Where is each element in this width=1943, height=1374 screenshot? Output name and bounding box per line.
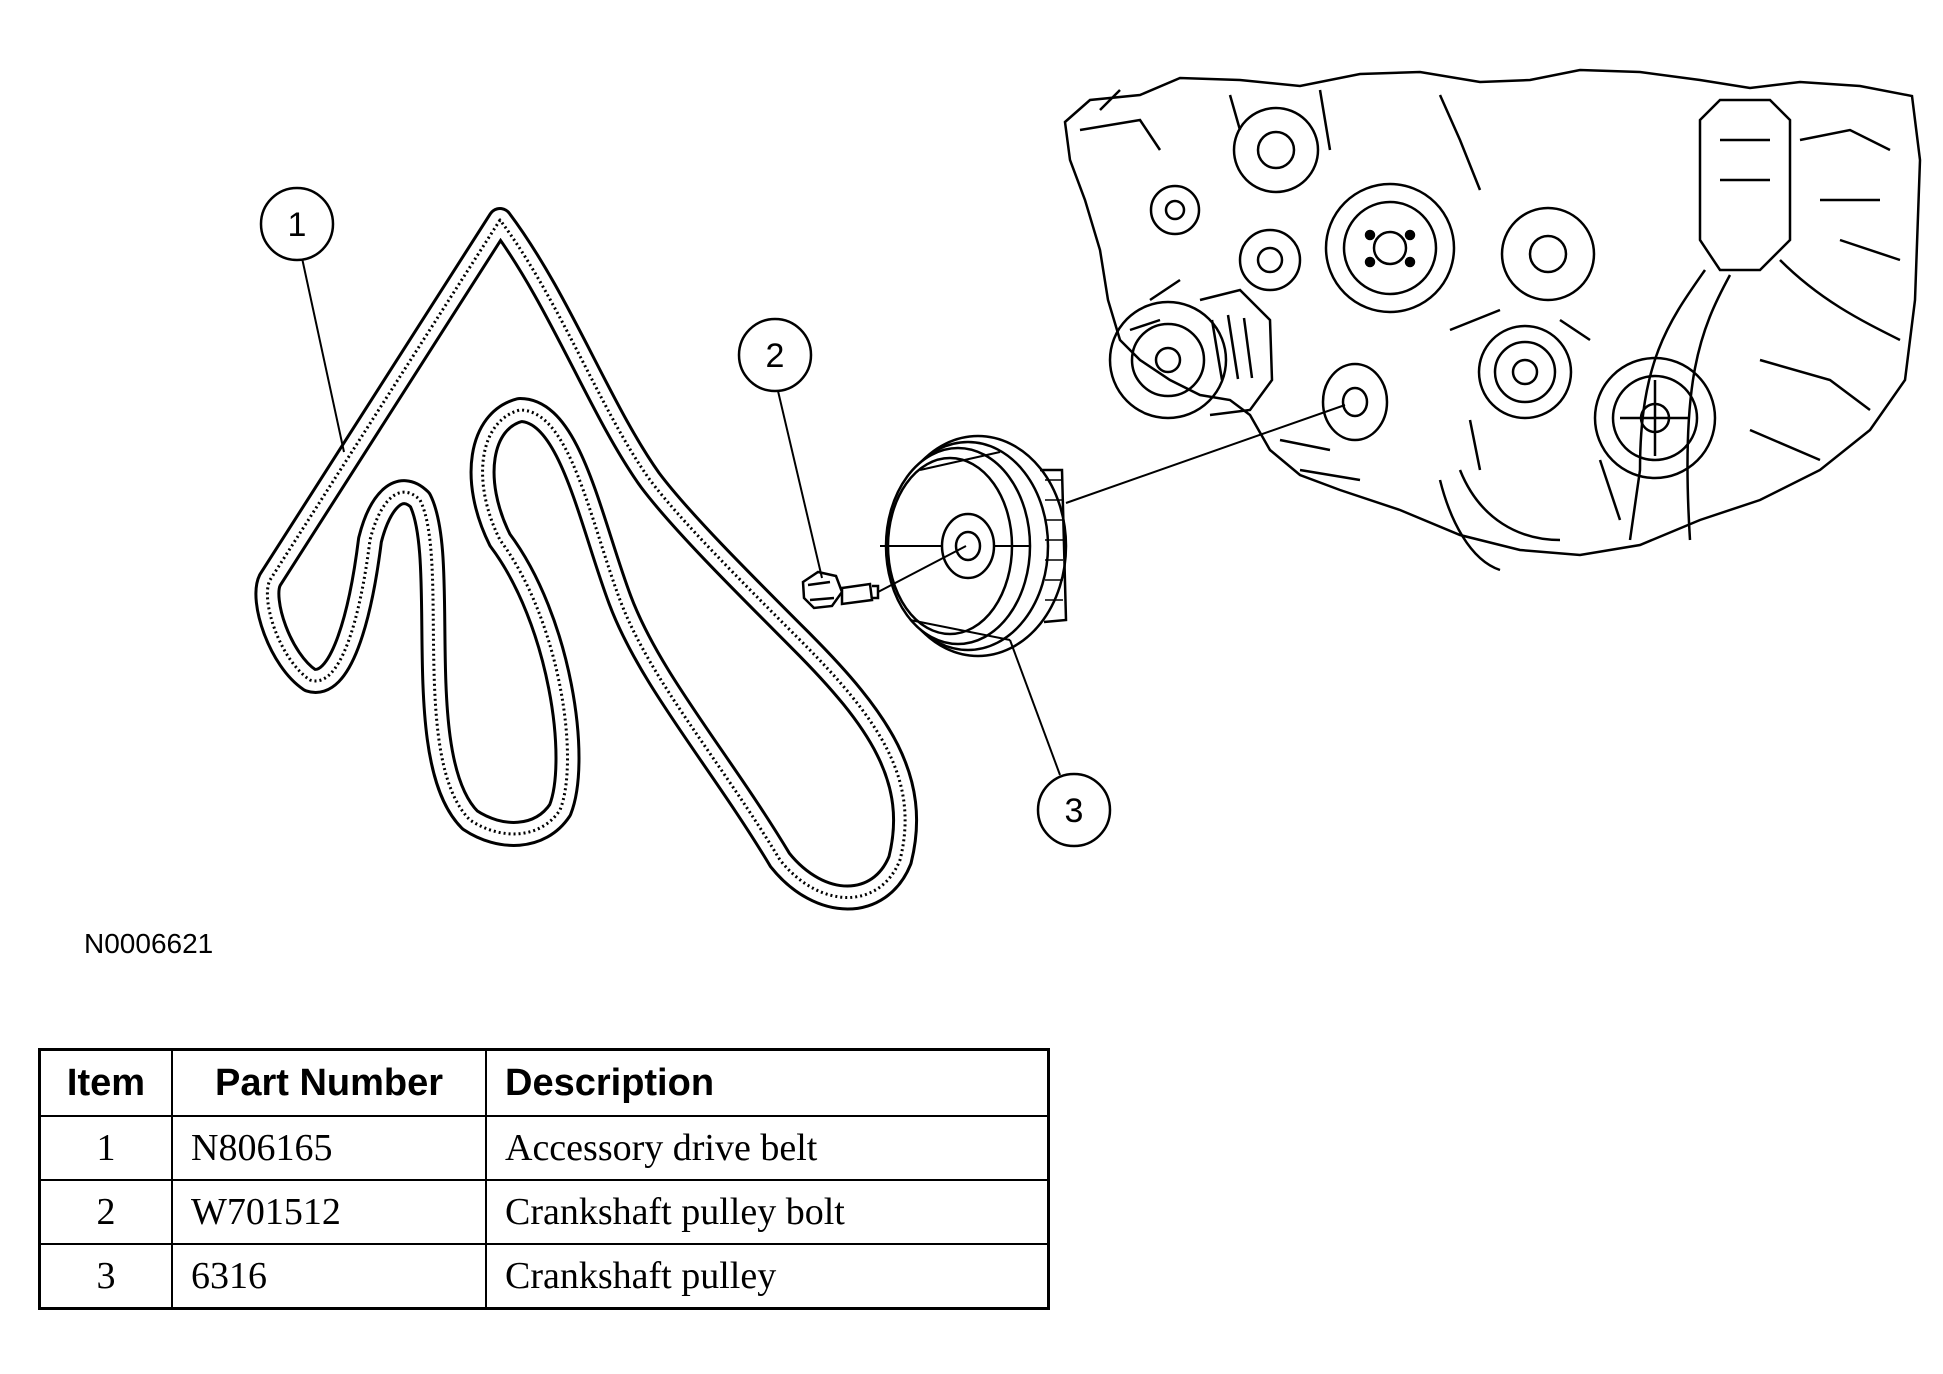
- row-part-number: N806165: [171, 1115, 487, 1181]
- bolt-drawing: [801, 570, 880, 610]
- callout-1-circle: [259, 186, 335, 262]
- header-part-number: Part Number: [171, 1048, 487, 1117]
- row-description: Crankshaft pulley bolt: [485, 1179, 1050, 1245]
- row-description: Crankshaft pulley: [485, 1243, 1050, 1310]
- figure-id: N0006621: [84, 928, 214, 959]
- callout-3-label: 3: [1065, 792, 1084, 830]
- callout-3-leader: [1009, 639, 1061, 776]
- row-part-number: 6316: [171, 1243, 487, 1310]
- row-part-number: W701512: [171, 1179, 487, 1245]
- pulley-drawing: [880, 434, 1068, 658]
- bolt-axis-line: [877, 545, 967, 593]
- row-item: 3: [38, 1243, 173, 1310]
- table-header-row: Item Part Number Description: [38, 1048, 1050, 1117]
- table-row: 2 W701512 Crankshaft pulley bolt: [38, 1179, 1050, 1245]
- parts-table: Item Part Number Description 1 N806165 A…: [38, 1048, 1050, 1310]
- pulley-axis-line: [1065, 404, 1346, 504]
- table-row: 3 6316 Crankshaft pulley: [38, 1243, 1050, 1310]
- row-description: Accessory drive belt: [485, 1115, 1050, 1181]
- callout-1-leader: [301, 257, 345, 453]
- serpentine-belt-drawing: [254, 207, 919, 911]
- callout-1-label: 1: [288, 206, 307, 244]
- callout-2-circle: [737, 317, 813, 393]
- callout-2-label: 2: [766, 337, 785, 375]
- table-row: 1 N806165 Accessory drive belt: [38, 1115, 1050, 1181]
- row-item: 1: [38, 1115, 173, 1181]
- callout-3-circle: [1036, 772, 1112, 848]
- header-item: Item: [38, 1048, 173, 1117]
- callout-2-leader: [777, 390, 823, 579]
- engine-front-drawing: [1063, 68, 1922, 572]
- row-item: 2: [38, 1179, 173, 1245]
- header-description: Description: [485, 1048, 1050, 1117]
